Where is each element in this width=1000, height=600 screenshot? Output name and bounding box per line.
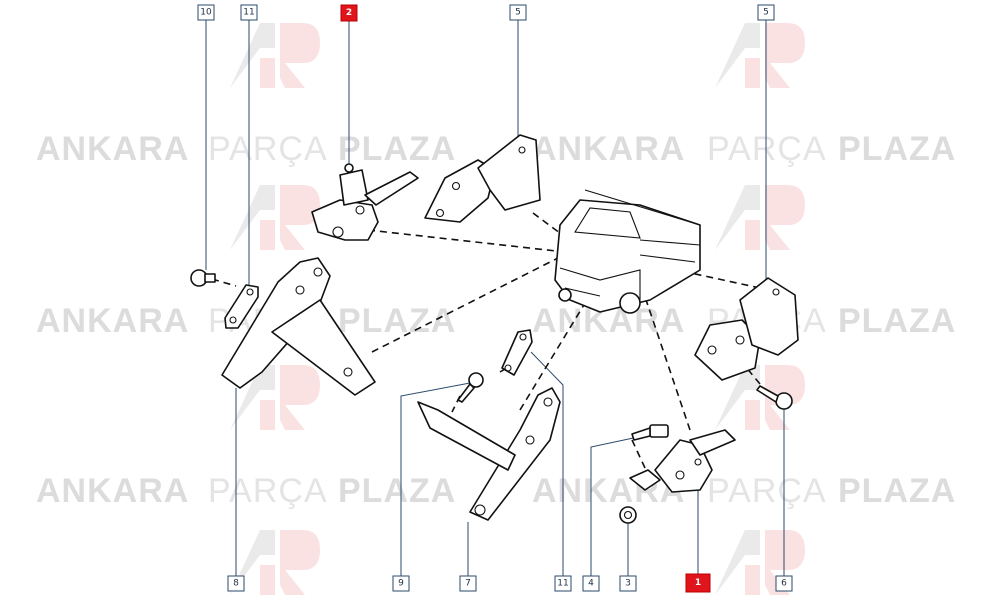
watermark-word: PLAZA	[338, 302, 456, 340]
callout-label: 4	[588, 579, 594, 589]
hinge-part-7	[417, 387, 561, 521]
bolt-part-6	[756, 385, 793, 410]
watermark-logo	[230, 365, 320, 430]
watermark-word: PARÇA	[208, 130, 328, 168]
door-check-part-1	[629, 429, 736, 493]
callout-label: 8	[233, 579, 239, 589]
washer-plate-part-11-bottom	[501, 329, 533, 376]
callout-3: 3	[619, 575, 637, 592]
callout-label: 5	[763, 8, 769, 18]
callout-label: 11	[243, 8, 254, 18]
watermark-word: PARÇA	[208, 472, 328, 510]
watermark-word: ANKARA	[36, 472, 189, 510]
callout-label: 2	[346, 8, 352, 18]
leader-lines	[205, 20, 785, 576]
callout-label: 3	[625, 579, 631, 589]
watermark-word: PARÇA	[707, 130, 827, 168]
watermark-logo	[715, 185, 805, 250]
washer-plate-part-11-top	[224, 284, 259, 329]
callout-label: 9	[398, 579, 404, 589]
watermark-word: PLAZA	[838, 302, 956, 340]
callout-label: 10	[200, 8, 212, 18]
hinge-part-2	[311, 163, 419, 241]
watermark-word: PLAZA	[838, 472, 956, 510]
nut-part-3	[619, 506, 637, 524]
watermark-word: PLAZA	[838, 130, 956, 168]
bolt-part-9	[457, 372, 484, 403]
callout-label: 6	[781, 579, 787, 589]
leader-line-11-bottom	[530, 351, 564, 576]
callout-10: 10	[197, 4, 215, 21]
hinge-part-5-right	[694, 277, 799, 381]
dash-line-bolt-10	[211, 278, 237, 287]
callout-label: 1	[695, 578, 701, 588]
watermark-word: ANKARA	[36, 302, 189, 340]
hinge-part-8	[221, 257, 376, 396]
callout-1-highlighted: 1	[685, 573, 711, 593]
callout-label: 11	[557, 579, 568, 589]
callout-label: 7	[465, 579, 471, 589]
bolt-part-4	[631, 424, 669, 441]
callout-11-top: 11	[240, 4, 258, 21]
callout-2-highlighted: 2	[340, 4, 358, 22]
callout-6: 6	[775, 575, 793, 592]
callout-7: 7	[459, 575, 477, 592]
watermark-logo	[715, 530, 805, 595]
watermark-logo	[230, 23, 320, 88]
watermark-text-row: ANKARA PARÇA PLAZA ANKARA PARÇA PLAZA	[36, 302, 956, 340]
callout-5-right: 5	[757, 4, 775, 21]
callout-9: 9	[392, 575, 410, 592]
watermark-word: PLAZA	[338, 130, 456, 168]
dash-line-check-to-van	[639, 281, 691, 431]
dash-line-bolt-4	[631, 439, 646, 469]
callout-4: 4	[582, 575, 600, 592]
leader-line-4	[590, 436, 639, 576]
watermark-logo	[715, 23, 805, 88]
van-front-illustration	[554, 189, 701, 314]
watermark-word: PARÇA	[707, 472, 827, 510]
callout-8: 8	[227, 575, 245, 592]
dash-line-lower-hinge-to-van	[371, 257, 559, 353]
hinge-part-5-center	[424, 134, 541, 223]
watermark-logo	[230, 185, 320, 250]
watermark-word: ANKARA	[532, 130, 685, 168]
callout-5-center: 5	[509, 4, 527, 21]
leader-line-9	[400, 382, 471, 576]
dash-line-upper-hinge-to-van	[367, 229, 566, 253]
callout-label: 5	[515, 8, 521, 18]
watermark-word: PLAZA	[338, 472, 456, 510]
callout-11-bottom: 11	[554, 575, 572, 592]
dash-line-washer-11	[499, 359, 521, 373]
watermark-word: ANKARA	[36, 130, 189, 168]
bolt-part-10	[190, 269, 216, 287]
